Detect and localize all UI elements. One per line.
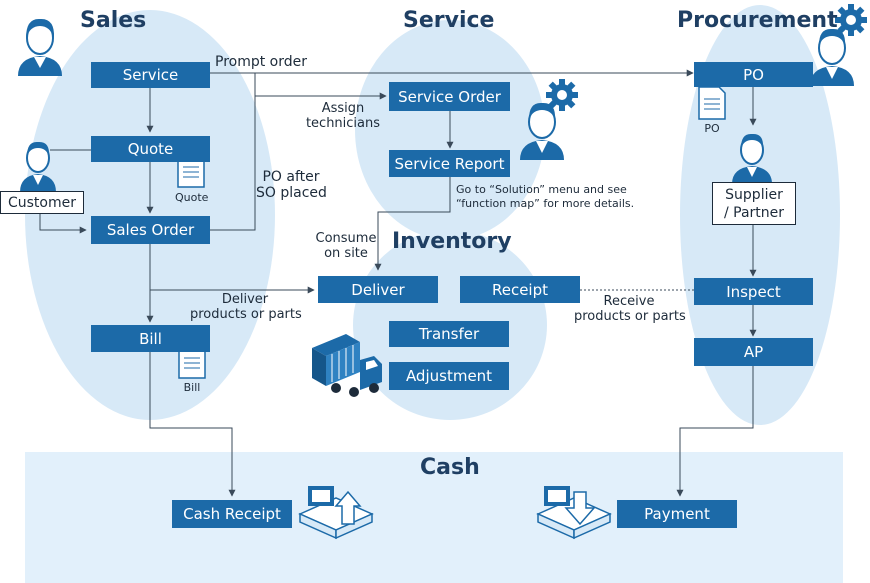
transfer-box[interactable]: Transfer <box>389 321 509 347</box>
function-map-note: Go to “Solution” menu and see “function … <box>456 183 634 211</box>
cash-in-icon <box>298 486 374 540</box>
person-icon <box>732 133 772 184</box>
quote-box[interactable]: Quote <box>91 136 210 162</box>
quote-doc-caption: Quote <box>175 191 209 204</box>
arrow-report-to-deliver <box>374 177 451 271</box>
po-after-line: PO after <box>262 169 320 185</box>
products-line: products or parts <box>190 307 302 322</box>
adjustment-box[interactable]: Adjustment <box>389 362 509 390</box>
gear-icon <box>835 4 867 36</box>
bill-box[interactable]: Bill <box>91 325 210 352</box>
assign-line: Assign <box>321 101 365 116</box>
arrow-ap-to-payment <box>676 366 754 497</box>
receive-line: Receive <box>603 294 655 309</box>
receipt-box[interactable]: Receipt <box>460 276 580 303</box>
supplier-label: Supplier <box>725 186 783 203</box>
receive-products-label: Receive products or parts <box>574 294 686 324</box>
service-title: Service <box>403 8 495 33</box>
supplier-partner-box[interactable]: Supplier / Partner <box>712 182 796 225</box>
so-placed-line: SO placed <box>256 185 327 201</box>
note-line-2: “function map” for more details. <box>456 197 635 210</box>
person-icon <box>520 102 564 160</box>
on-site-line: on site <box>324 246 368 261</box>
payment-box[interactable]: Payment <box>617 500 737 528</box>
deliver-box[interactable]: Deliver <box>318 276 438 303</box>
assign-technicians-label: Assign technicians <box>300 101 386 131</box>
bill-doc-caption: Bill <box>183 381 201 394</box>
technicians-line: technicians <box>305 116 381 131</box>
document-icon-bill <box>178 345 206 379</box>
gear-icon <box>546 79 578 111</box>
document-icon-po <box>698 86 726 120</box>
sales-title: Sales <box>80 8 147 33</box>
person-icon <box>20 141 56 192</box>
procurement-title: Procurement <box>677 8 838 33</box>
po-box[interactable]: PO <box>694 62 813 87</box>
deliver-products-label: Deliver products or parts <box>190 292 302 322</box>
cash-title: Cash <box>420 455 480 480</box>
inventory-title: Inventory <box>392 229 512 254</box>
customer-box[interactable]: Customer <box>0 191 84 214</box>
arrow-bill-to-cash-receipt <box>149 352 236 497</box>
connectors <box>39 69 757 497</box>
consume-line: Consume <box>315 231 377 246</box>
deliver-line: Deliver <box>221 292 269 307</box>
truck-icon <box>312 334 382 397</box>
service-box[interactable]: Service <box>91 62 210 88</box>
sales-order-box[interactable]: Sales Order <box>91 216 210 244</box>
prompt-order-label: Prompt order <box>215 54 308 70</box>
sales-region <box>25 10 275 420</box>
po-after-so-label: PO after SO placed <box>256 169 327 201</box>
cash-out-icon <box>536 486 612 540</box>
person-icon <box>18 18 62 76</box>
consume-on-site-label: Consume on site <box>310 231 382 261</box>
note-line-1: Go to “Solution” menu and see <box>456 183 627 196</box>
line-so-to-po <box>210 73 256 231</box>
person-icon <box>810 28 854 86</box>
ap-box[interactable]: AP <box>694 338 813 366</box>
cash-receipt-box[interactable]: Cash Receipt <box>172 500 292 528</box>
service-order-box[interactable]: Service Order <box>389 82 510 111</box>
inspect-box[interactable]: Inspect <box>694 278 813 305</box>
receive-products-line: products or parts <box>574 309 686 324</box>
service-report-box[interactable]: Service Report <box>389 150 510 177</box>
partner-label: / Partner <box>723 204 785 221</box>
arrow-customer-to-sales-order <box>39 213 87 234</box>
po-doc-caption: PO <box>704 122 720 135</box>
